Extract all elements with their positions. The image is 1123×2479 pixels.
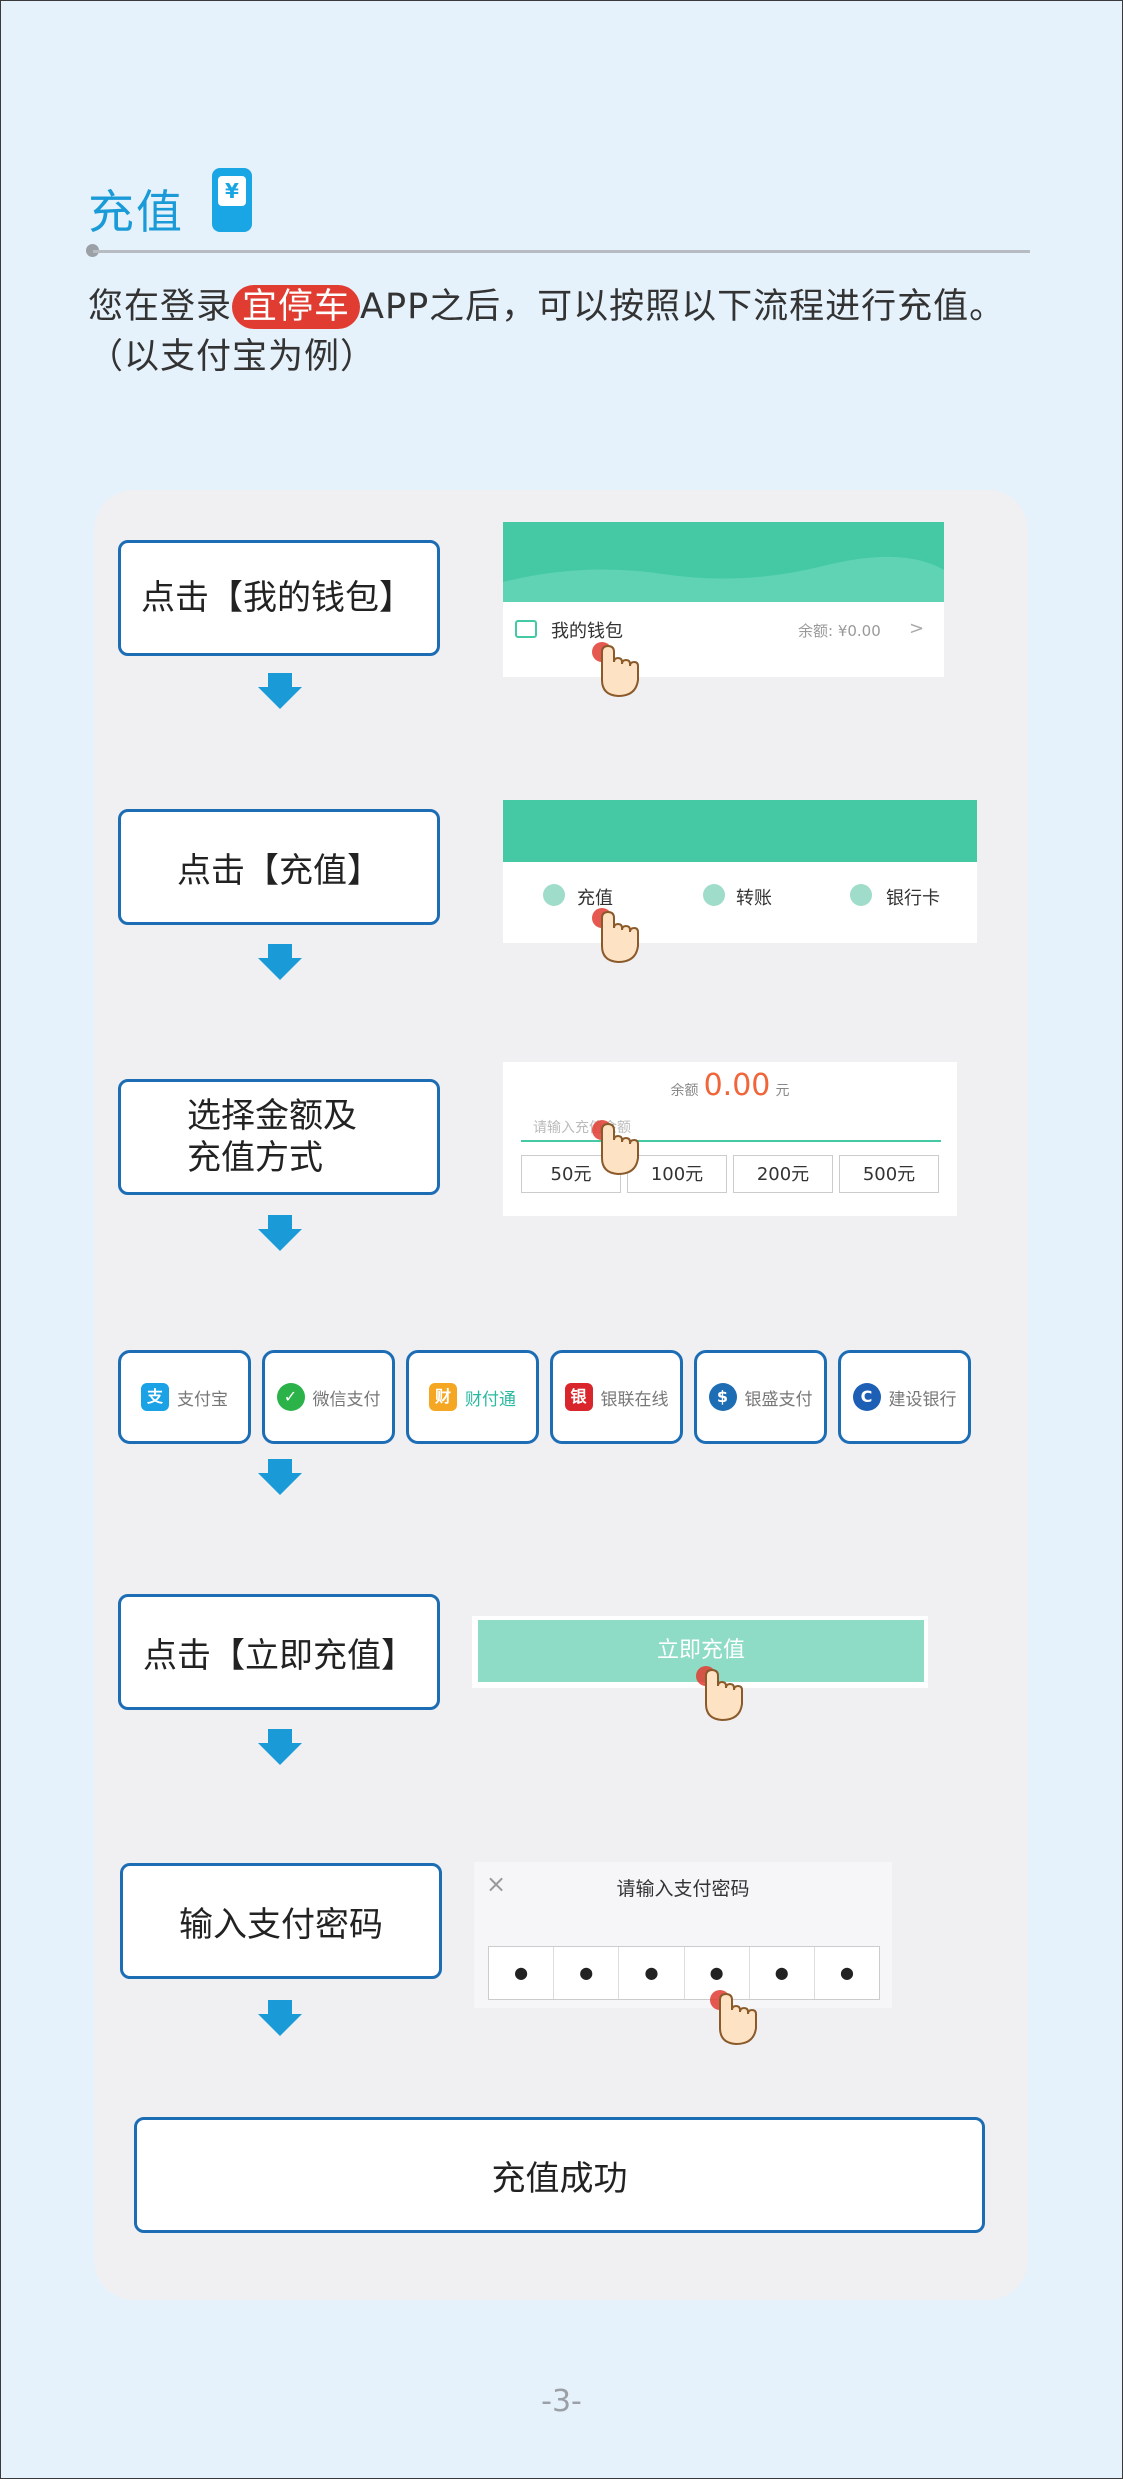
ccb-icon: C <box>852 1383 881 1411</box>
wallet-icon <box>515 620 537 638</box>
step-select-amount: 选择金额及充值方式 <box>118 1079 440 1195</box>
down-arrow-icon <box>258 673 302 709</box>
divider <box>93 250 1030 253</box>
brand-badge: 宜停车 <box>232 285 361 329</box>
wechat-pay-icon: ✓ <box>276 1383 305 1411</box>
down-arrow-icon <box>258 1459 302 1495</box>
step-enter-password: 输入支付密码 <box>120 1863 442 1979</box>
amount-option: 200元 <box>733 1155 833 1193</box>
input-underline <box>521 1140 941 1142</box>
payment-method-alipay[interactable]: 支支付宝 <box>118 1350 251 1444</box>
amount-option: 100元 <box>627 1155 727 1193</box>
payment-method-tenpay[interactable]: 财财付通 <box>406 1350 539 1444</box>
payment-method-ysepay[interactable]: $银盛支付 <box>694 1350 827 1444</box>
unionpay-icon: 银 <box>564 1383 593 1411</box>
wallet-label: 我的钱包 <box>551 621 623 642</box>
password-title: 请输入支付密码 <box>616 1878 750 1900</box>
page-number: -3- <box>541 2384 582 2419</box>
recharge-screenshot: 充值 转账 银行卡 <box>503 800 977 943</box>
down-arrow-icon <box>258 1215 302 1251</box>
wallet-screenshot: 我的钱包 余额: ¥0.00 > <box>503 522 944 677</box>
step-pay-now: 点击【立即充值】 <box>118 1594 440 1710</box>
step-recharge-success: 充值成功 <box>134 2117 985 2233</box>
tap-hand-icon <box>592 908 639 964</box>
bank-card-icon <box>850 884 872 906</box>
green-header <box>503 800 977 862</box>
password-screenshot: × 请输入支付密码 ● ● ● ● ● ● <box>474 1862 892 2008</box>
step-recharge: 点击【充值】 <box>118 809 440 925</box>
tap-hand-icon <box>592 1120 639 1176</box>
pay-now-screenshot: 立即充值 <box>472 1616 928 1688</box>
down-arrow-icon <box>258 2000 302 2036</box>
down-arrow-icon <box>258 944 302 980</box>
chevron-right-icon: > <box>909 618 925 639</box>
yen-phone-icon: ¥ <box>212 168 252 232</box>
wallet-balance: 余额: ¥0.00 <box>798 622 881 640</box>
payment-method-wechat[interactable]: ✓微信支付 <box>262 1350 395 1444</box>
green-header-wave <box>503 522 944 602</box>
down-arrow-icon <box>258 1729 302 1765</box>
amount-screenshot: 余额 0.00 元 请输入充值金额 50元 100元 200元 500元 <box>503 1062 957 1216</box>
tap-hand-icon <box>710 1990 757 2046</box>
divider-dot <box>86 244 99 257</box>
step-my-wallet: 点击【我的钱包】 <box>118 540 440 656</box>
tap-hand-icon <box>696 1666 743 1722</box>
recharge-icon <box>543 884 565 906</box>
close-icon: × <box>486 1870 507 1898</box>
page-title: 充值 <box>88 185 184 239</box>
payment-method-unionpay[interactable]: 银银联在线 <box>550 1350 683 1444</box>
amount-option: 500元 <box>839 1155 939 1193</box>
password-input[interactable]: ● ● ● ● ● ● <box>488 1946 880 2000</box>
balance-amount: 0.00 <box>703 1068 771 1103</box>
ysepay-icon: $ <box>708 1383 737 1411</box>
transfer-icon <box>703 884 725 906</box>
tenpay-icon: 财 <box>429 1383 457 1411</box>
alipay-icon: 支 <box>141 1383 169 1411</box>
tap-hand-icon <box>592 642 639 698</box>
